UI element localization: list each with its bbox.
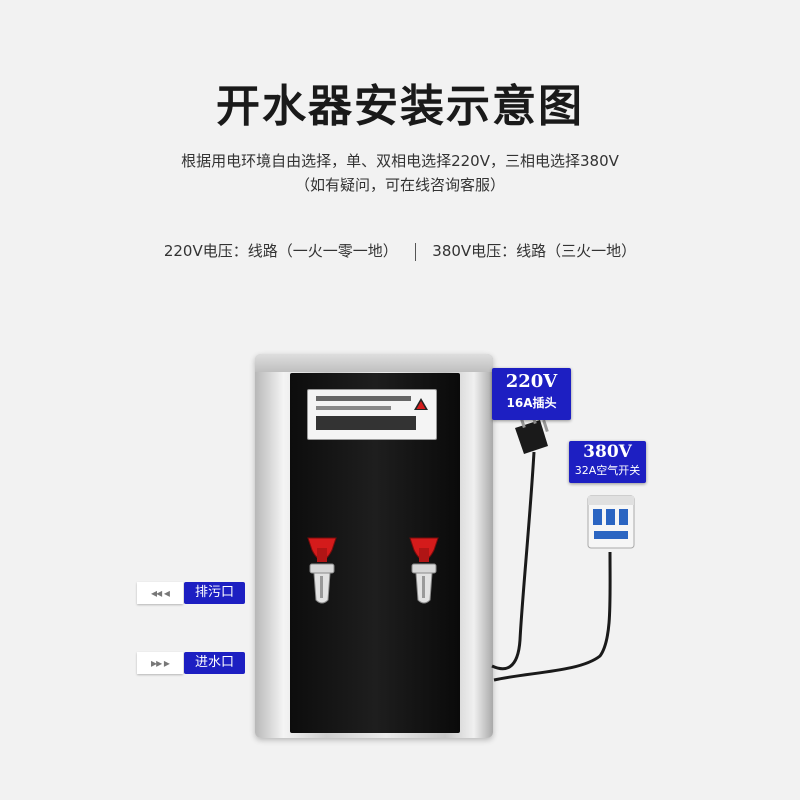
breaker-label: 380V 32A空气开关 — [569, 441, 646, 483]
description-line-1: 根据用电环境自由选择，单、双相电选择220V，三相电选择380V — [181, 152, 619, 170]
inlet-arrow-icon: ▸▸ ▸ — [137, 652, 183, 674]
page-title: 开水器安装示意图 — [216, 81, 584, 132]
drain-arrow-icon: ◂◂ ◂ — [137, 582, 183, 604]
water-tap-icon — [307, 537, 337, 604]
power-cord-220 — [491, 451, 536, 671]
breaker-desc: 32A空气开关 — [574, 464, 641, 477]
power-cord-380 — [493, 551, 612, 682]
voltage-option-220: 220V电压：线路（一火一零一地） — [163, 242, 398, 260]
plug-label: 220V 16A插头 — [492, 368, 571, 420]
control-panel-display — [316, 416, 416, 430]
warning-triangle-icon — [414, 398, 428, 410]
control-panel — [307, 389, 437, 440]
voltage-divider — [414, 242, 416, 261]
voltage-option-380: 380V电压：线路（三火一地） — [432, 242, 637, 260]
description-line-2: （如有疑问，可在线咨询客服） — [294, 176, 505, 194]
water-boiler-lid — [255, 354, 493, 372]
control-panel-bar — [316, 396, 411, 401]
circuit-breaker-icon — [587, 495, 635, 549]
plug-desc: 16A插头 — [506, 396, 557, 410]
drain-outlet-label: 排污口 — [184, 582, 245, 604]
water-tap-icon — [409, 537, 439, 604]
control-panel-bar — [316, 406, 391, 410]
water-inlet-label: 进水口 — [184, 652, 245, 674]
voltage-options: 220V电压：线路（一火一零一地） 380V电压：线路（三火一地） — [0, 240, 800, 261]
breaker-voltage: 380V — [583, 442, 632, 462]
plug-voltage: 220V — [505, 371, 558, 392]
